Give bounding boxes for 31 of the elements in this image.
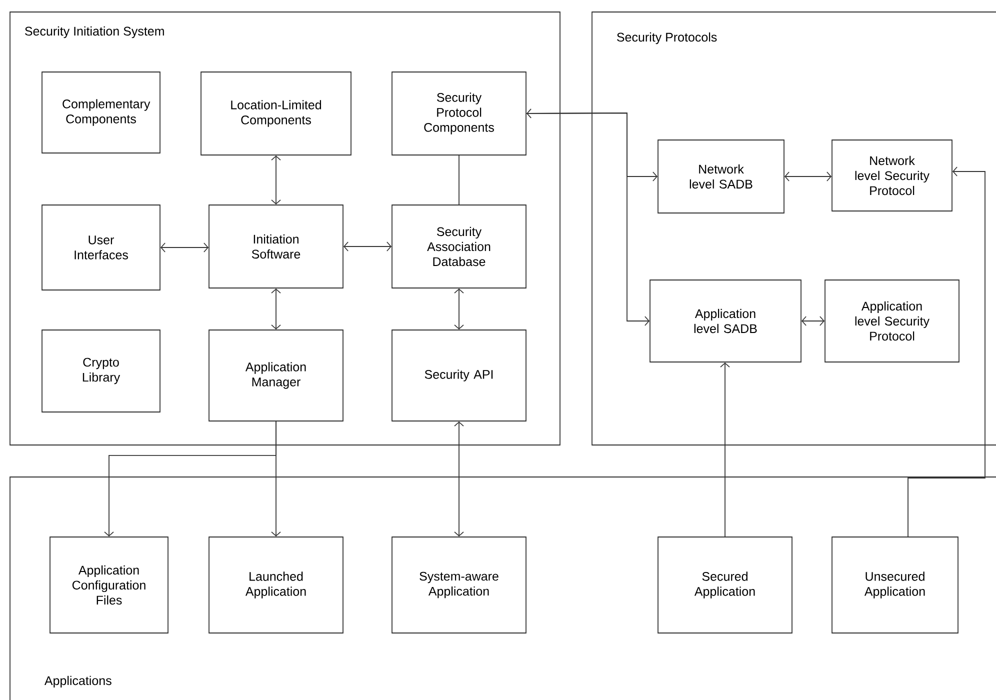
- arrow: [720, 362, 730, 537]
- arrow: [784, 172, 832, 182]
- process-box: Location-Limited Components: [200, 72, 352, 156]
- process-box: System-aware Application: [392, 536, 526, 634]
- process-box: Application level Security Protocol: [824, 280, 960, 362]
- process-box: Application Configuration Files: [50, 536, 168, 634]
- process-box: User Interfaces: [42, 204, 160, 290]
- arrow: [454, 421, 464, 537]
- process-box: Security Protocol Components: [392, 72, 526, 156]
- arrow: [271, 155, 281, 205]
- process-box: Network level Security Protocol: [832, 140, 952, 212]
- process-box: Initiation Software: [208, 204, 344, 288]
- process-box: Application level SADB: [650, 280, 802, 362]
- process-box: Unsecured Application: [832, 536, 958, 634]
- process-box: Application Manager: [208, 330, 344, 422]
- process-box: Network level SADB: [658, 140, 784, 214]
- process-box: Crypto Library: [42, 330, 160, 412]
- arrow: [801, 316, 825, 326]
- arrow: [271, 421, 281, 537]
- arrow: [343, 242, 392, 252]
- process-box: Secured Application: [658, 536, 792, 634]
- arrow: [526, 108, 658, 182]
- arrow: [526, 112, 650, 326]
- process-box: Security Association Database: [392, 204, 526, 288]
- process-box: Security API: [392, 330, 526, 422]
- arrow: [908, 166, 986, 537]
- process-box: Complementary Components: [42, 72, 160, 154]
- arrow: [271, 288, 281, 330]
- process-box: Launched Application: [208, 536, 344, 634]
- arrow: [454, 288, 464, 330]
- arrow: [160, 242, 209, 252]
